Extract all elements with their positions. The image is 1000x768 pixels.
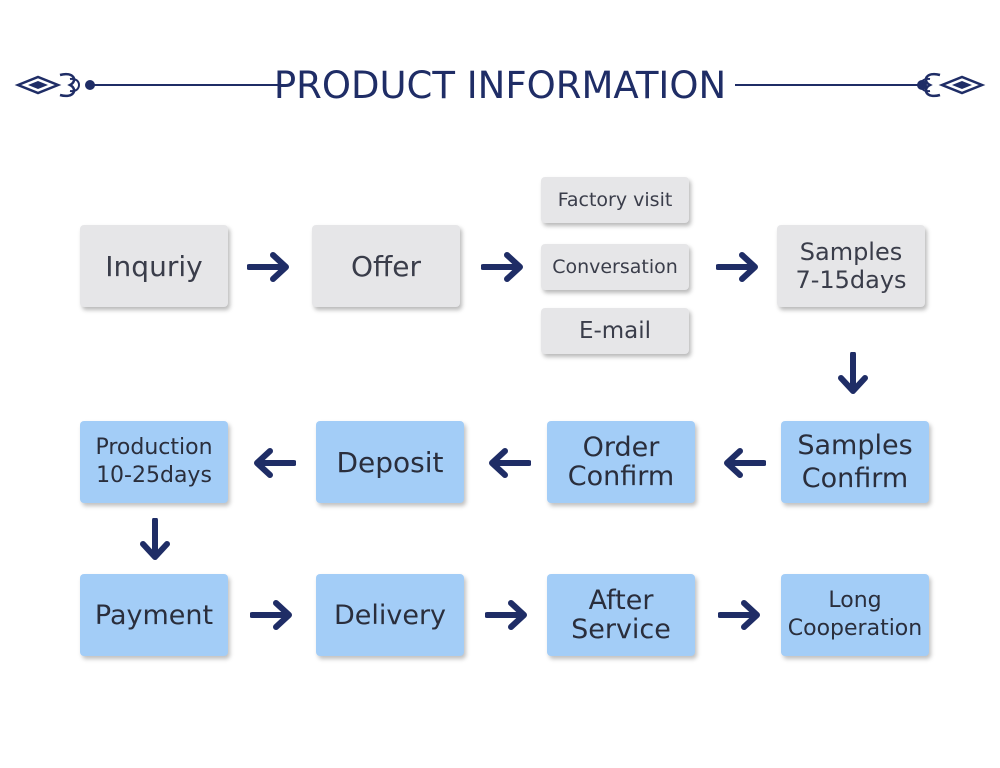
header-ornament [14, 72, 986, 98]
page-title: PRODUCT INFORMATION [273, 64, 727, 107]
after-service-label-line1: After [588, 585, 654, 616]
conversation-box: Conversation [541, 244, 689, 290]
email-box: E-mail [541, 308, 689, 354]
production-box: Production 10-25days [80, 421, 228, 503]
long-cooperation-label-line2: Cooperation [787, 616, 923, 641]
factory-visit-box: Factory visit [541, 177, 689, 223]
email-label: E-mail [578, 318, 652, 344]
offer-label: Offer [350, 249, 422, 283]
arrow-left-icon [724, 448, 766, 478]
arrow-right-icon [247, 252, 289, 282]
conversation-label: Conversation [552, 256, 678, 278]
factory-visit-label: Factory visit [557, 189, 673, 211]
samples-confirm-label-line2: Confirm [801, 463, 909, 494]
arrow-right-icon [718, 600, 760, 630]
delivery-label: Delivery [333, 599, 447, 631]
arrow-left-icon [489, 448, 531, 478]
deposit-box: Deposit [316, 421, 464, 503]
inquiry-box: Inquriy [80, 225, 228, 307]
arrow-right-icon [716, 252, 758, 282]
samples-label-line2: 7-15days [795, 266, 907, 294]
after-service-box: After Service [547, 574, 695, 656]
long-cooperation-box: Long Cooperation [781, 574, 929, 656]
deposit-label: Deposit [336, 445, 444, 479]
production-label-line1: Production [95, 435, 213, 460]
order-confirm-label-line2: Confirm [567, 461, 675, 492]
inquiry-label: Inquriy [105, 249, 203, 283]
offer-box: Offer [312, 225, 460, 307]
arrow-right-icon [250, 600, 292, 630]
order-confirm-label-line1: Order [582, 432, 660, 463]
right-ornament-icon [735, 72, 986, 98]
long-cooperation-label-line1: Long [828, 588, 882, 613]
delivery-box: Delivery [316, 574, 464, 656]
arrow-down-icon [838, 352, 868, 394]
payment-box: Payment [80, 574, 228, 656]
after-service-label-line2: Service [571, 614, 671, 645]
samples-confirm-label-line1: Samples [797, 430, 913, 461]
header: PRODUCT INFORMATION [0, 55, 1000, 115]
production-label-line2: 10-25days [96, 463, 212, 488]
arrow-right-icon [481, 252, 523, 282]
arrow-right-icon [485, 600, 527, 630]
samples-confirm-box: Samples Confirm [781, 421, 929, 503]
order-confirm-box: Order Confirm [547, 421, 695, 503]
arrow-down-icon [140, 518, 170, 560]
samples-label-line1: Samples [799, 238, 903, 266]
samples-box: Samples 7-15days [777, 225, 925, 307]
payment-label: Payment [94, 599, 214, 631]
arrow-left-icon [254, 448, 296, 478]
left-ornament-icon [14, 72, 280, 98]
